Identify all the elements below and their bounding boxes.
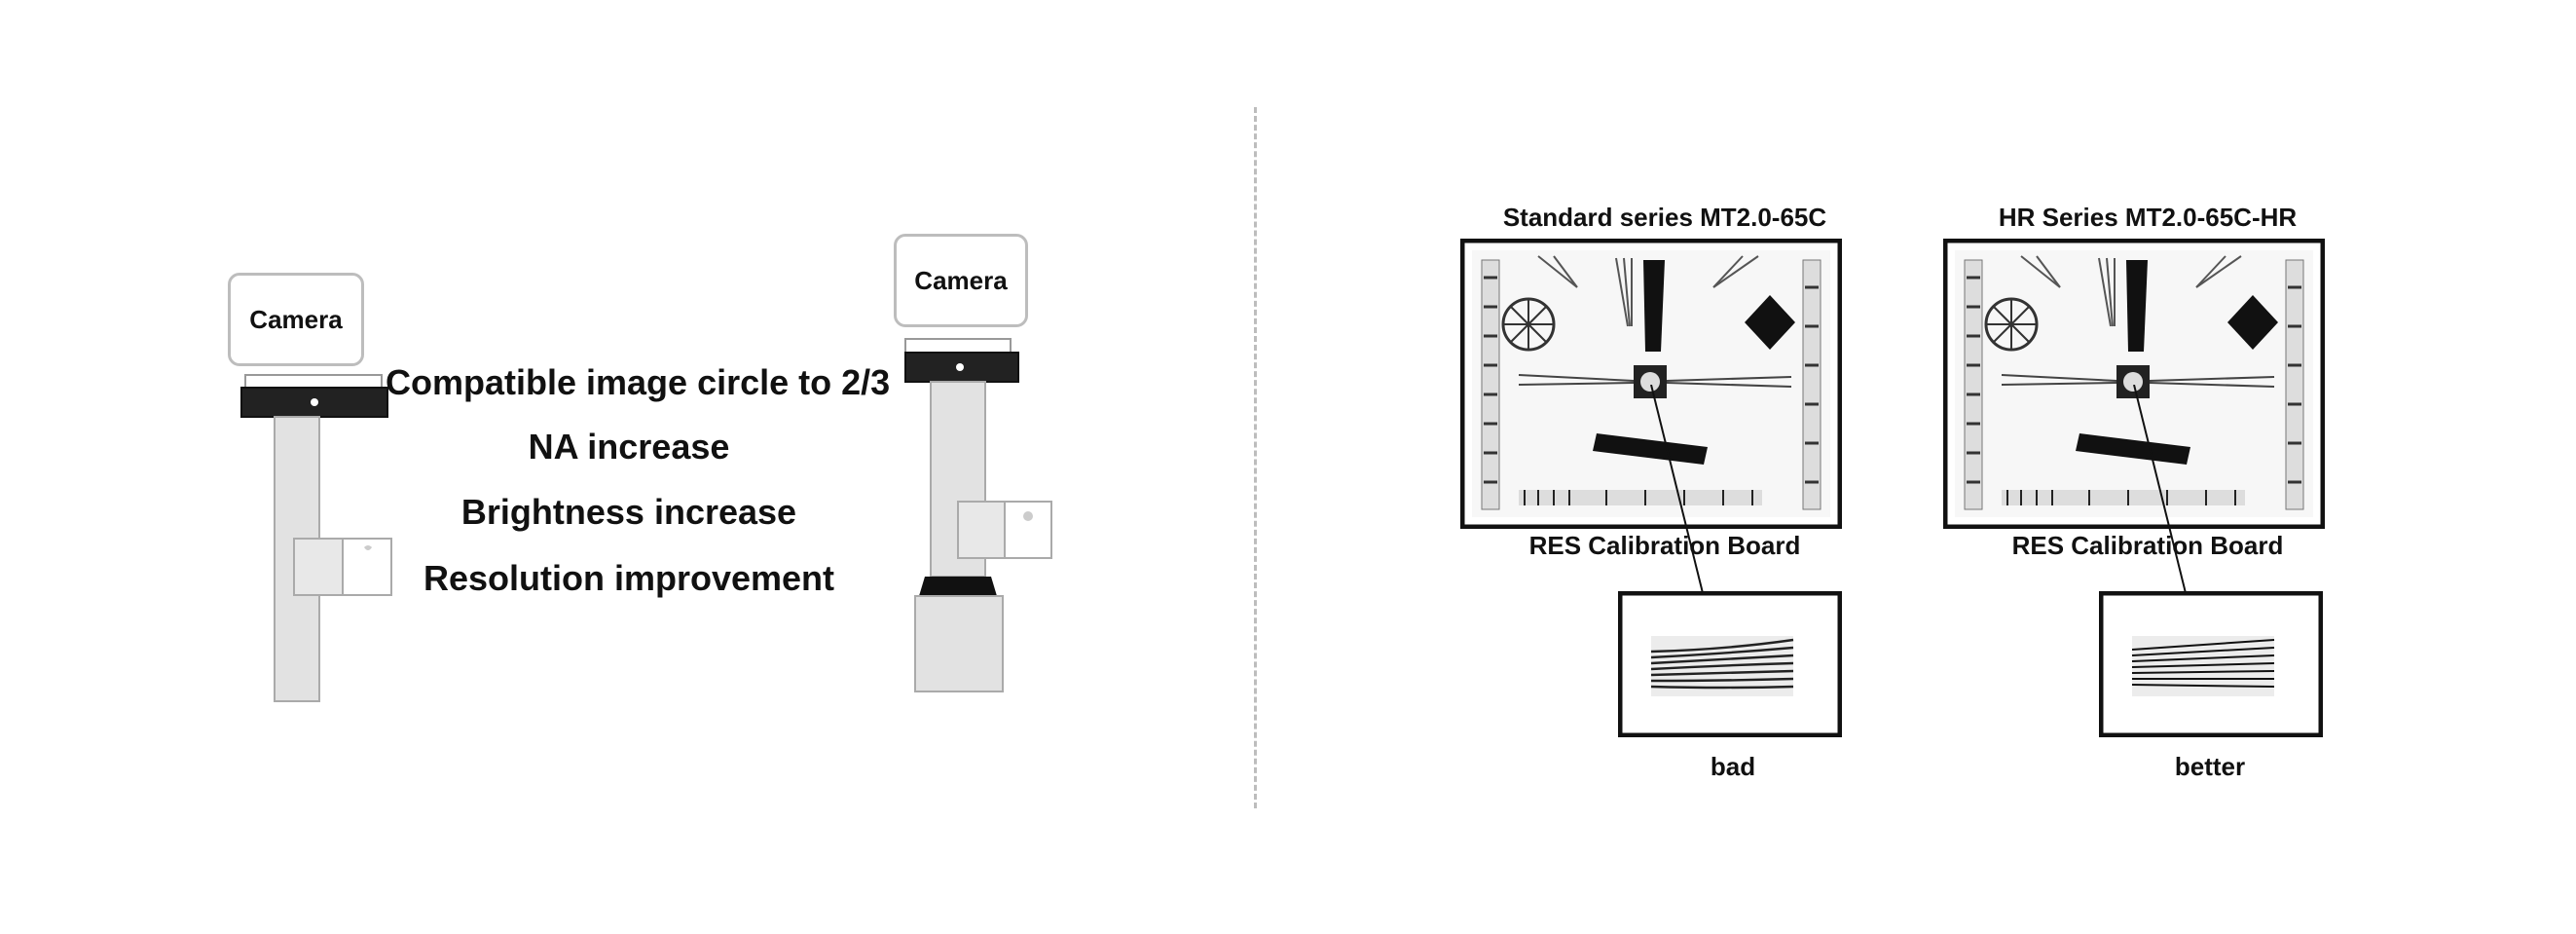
standard-scale-ticks bbox=[1484, 276, 1819, 484]
feature-image-circle: Compatible image circle to 2/3 bbox=[386, 362, 891, 402]
standard-zoom-detail bbox=[1618, 591, 1842, 737]
hr-zoom-detail bbox=[2099, 591, 2323, 737]
hr-title: HR Series MT2.0-65C-HR bbox=[1998, 203, 2298, 232]
section-divider bbox=[1254, 107, 1257, 808]
feature-na-increase: NA increase bbox=[528, 427, 730, 467]
standard-title: Standard series MT2.0-65C bbox=[1502, 203, 1827, 232]
standard-board-label: RES Calibration Board bbox=[1528, 531, 1801, 560]
camera-right-label: Camera bbox=[914, 265, 1008, 295]
standard-lens-assembly bbox=[240, 374, 392, 702]
camera-left: Camera bbox=[228, 273, 364, 366]
hr-pointer-line bbox=[2133, 385, 2188, 598]
standard-result: bad bbox=[1710, 752, 1756, 781]
feature-resolution: Resolution improvement bbox=[423, 558, 835, 598]
hr-result: better bbox=[2174, 752, 2246, 781]
hr-lens-assembly bbox=[904, 338, 1052, 692]
camera-left-label: Camera bbox=[249, 304, 343, 334]
hr-board-label: RES Calibration Board bbox=[2011, 531, 2284, 560]
feature-brightness: Brightness increase bbox=[460, 492, 797, 532]
hr-res-board bbox=[1943, 239, 2325, 529]
standard-pointer-line bbox=[1650, 385, 1705, 598]
camera-right: Camera bbox=[894, 234, 1028, 327]
standard-res-board bbox=[1460, 239, 1842, 529]
hr-scale-ticks bbox=[1967, 276, 2301, 484]
